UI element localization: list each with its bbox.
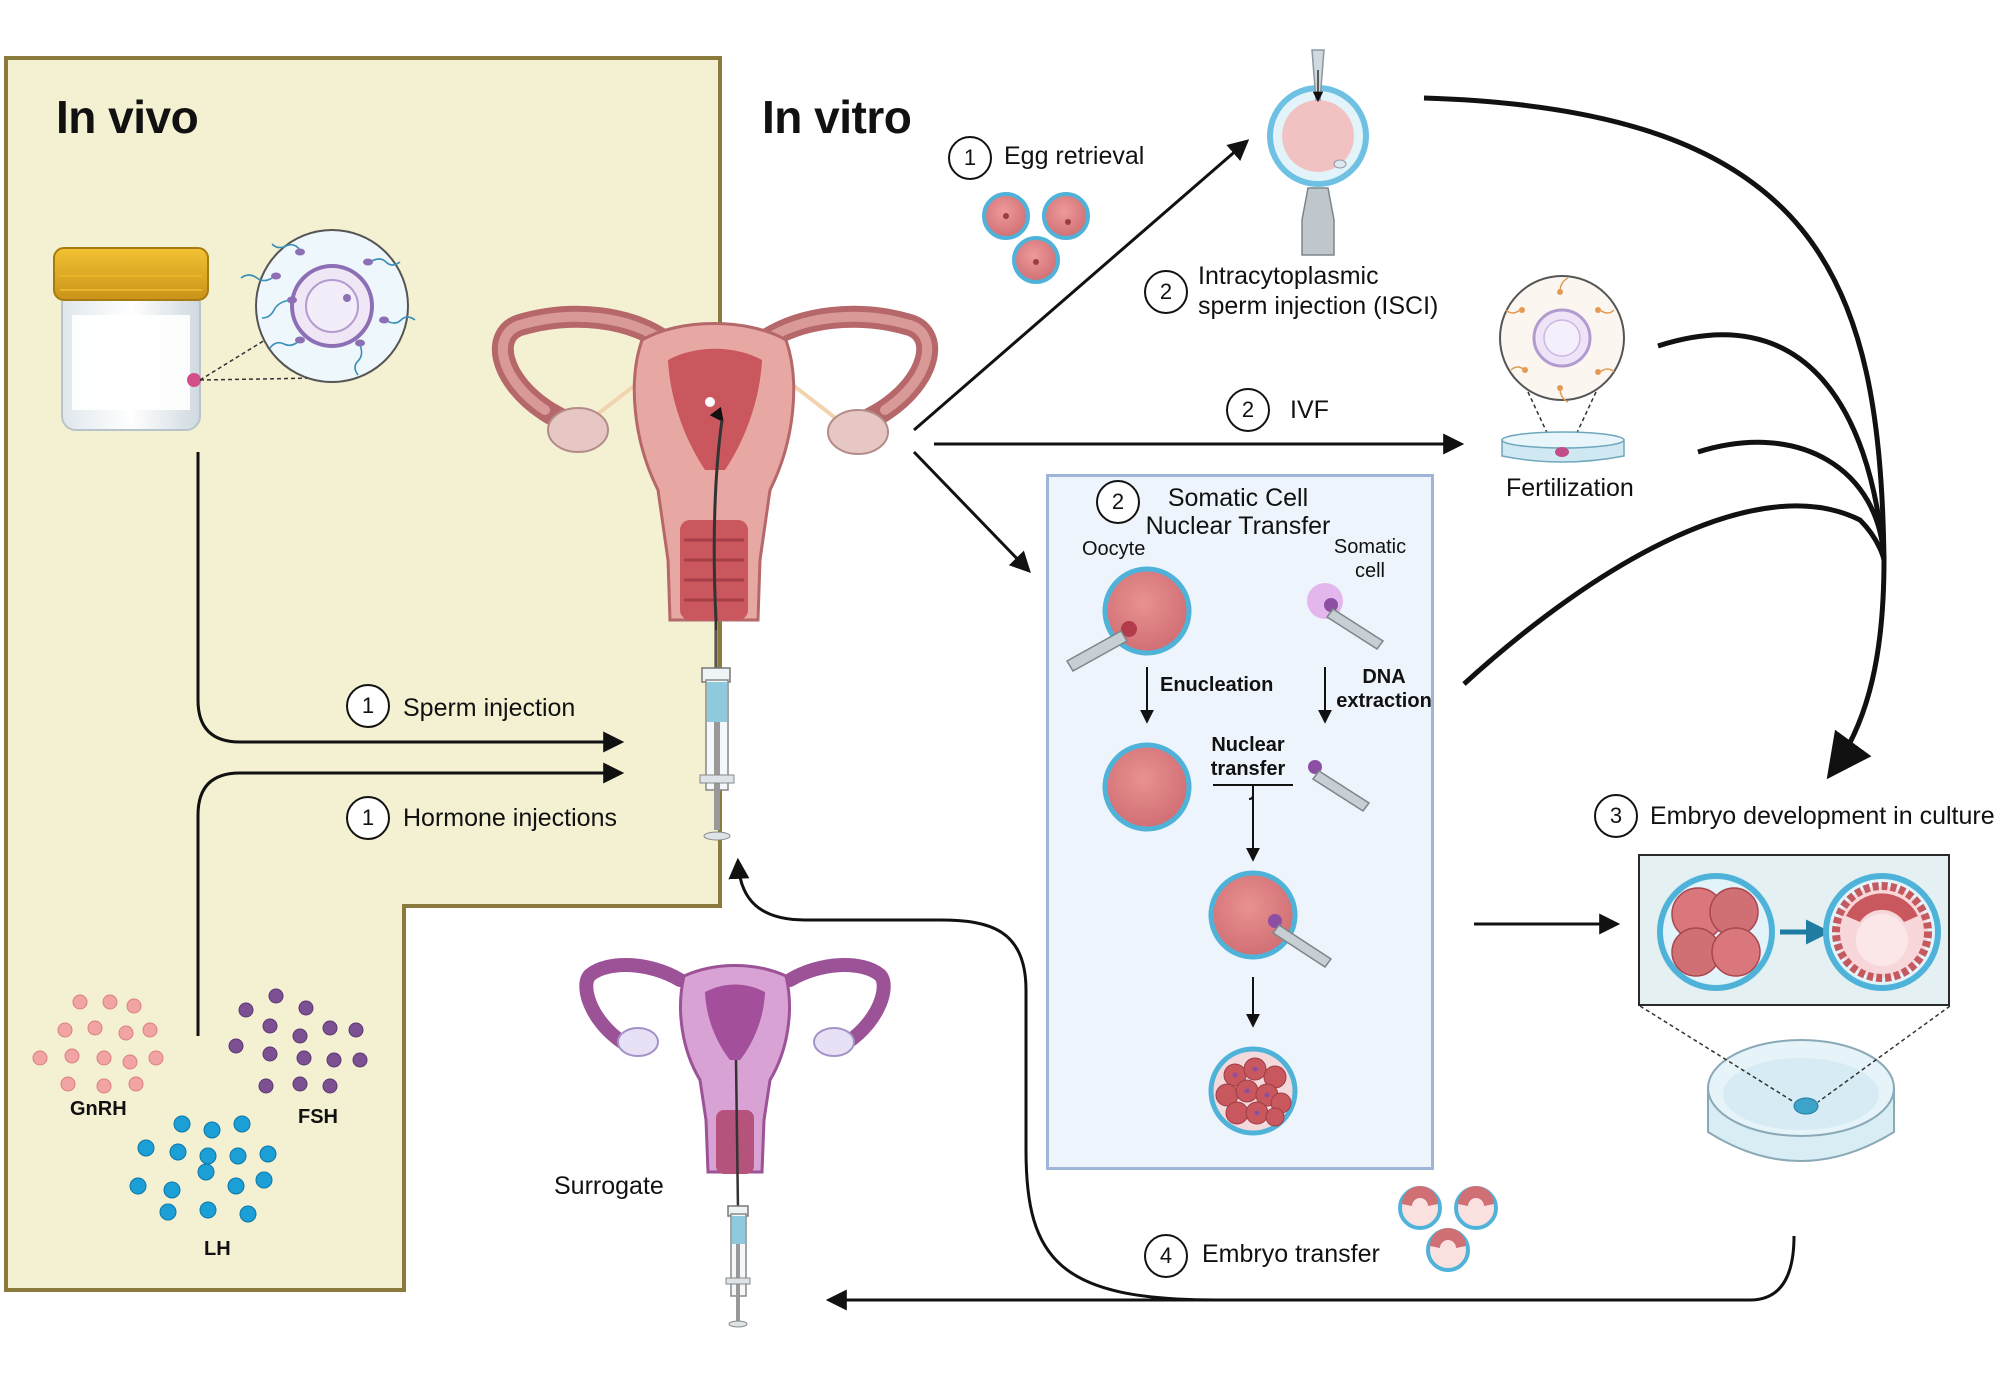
step-number-embryo-transfer: 4 bbox=[1144, 1234, 1188, 1278]
surrogate-syringe-icon bbox=[725, 1205, 751, 1328]
transfer-embryos-icon bbox=[1398, 1186, 1498, 1272]
sperm-zoom-icon bbox=[240, 229, 416, 383]
scnt-label-line2: Nuclear Transfer bbox=[1145, 512, 1331, 540]
step-number-scnt: 2 bbox=[1096, 480, 1140, 524]
embryo-transfer-label: Embryo transfer bbox=[1202, 1240, 1380, 1268]
icsi-label-line1: Intracytoplasmic bbox=[1198, 262, 1379, 290]
surrogate-uterus-icon bbox=[579, 957, 891, 1211]
scnt-diagram bbox=[1065, 566, 1385, 1136]
return-to-donor-arrow bbox=[728, 857, 1217, 1302]
somatic-cell-label-line1: Somatic bbox=[1333, 536, 1407, 558]
somatic-cell-label-line2: cell bbox=[1354, 560, 1385, 582]
fertilization-label: Fertilization bbox=[1506, 474, 1634, 502]
icsi-to-culture-curve bbox=[1423, 95, 1887, 561]
icsi-icon bbox=[1267, 49, 1369, 256]
fsh-label: FSH bbox=[298, 1106, 338, 1128]
step-number-hormone: 1 bbox=[346, 796, 390, 840]
sperm-injection-label: Sperm injection bbox=[403, 694, 576, 722]
fsh-dots bbox=[228, 988, 368, 1094]
cleavage-embryo-icon bbox=[1657, 873, 1775, 991]
hormone-injection-arrow bbox=[196, 762, 625, 1036]
step-number-ivf: 2 bbox=[1226, 388, 1270, 432]
reconstructed-oocyte-icon bbox=[1208, 870, 1333, 969]
in-vitro-title: In vitro bbox=[762, 91, 912, 143]
embryo-development-label: Embryo development in culture bbox=[1650, 802, 1995, 830]
step-number-icsi: 2 bbox=[1144, 270, 1188, 314]
step-number-egg-retrieval: 1 bbox=[948, 136, 992, 180]
embryo-culture-panel bbox=[1638, 854, 1950, 1006]
gnrh-dots bbox=[32, 994, 164, 1094]
lh-label: LH bbox=[204, 1238, 231, 1260]
somatic-cell-icon bbox=[1307, 583, 1385, 651]
to-scnt-arrow bbox=[912, 450, 1031, 574]
scnt-label-line1: Somatic Cell bbox=[1167, 484, 1309, 512]
sperm-injection-arrow bbox=[196, 452, 625, 753]
step-number-embryo-development: 3 bbox=[1594, 794, 1638, 838]
in-vivo-title: In vivo bbox=[56, 91, 199, 143]
enucleated-oocyte-icon bbox=[1102, 742, 1192, 832]
culture-diagram bbox=[1657, 873, 1941, 991]
uterus-icon bbox=[491, 305, 939, 670]
scnt-to-culture-curve bbox=[1462, 503, 1887, 686]
nuclear-transfer-label-line1: Nuclear bbox=[1211, 734, 1285, 756]
nuclear-transfer-label-line2: transfer bbox=[1210, 758, 1286, 780]
specimen-jar-icon bbox=[53, 247, 209, 431]
dna-extraction-label-line1: DNA bbox=[1362, 666, 1406, 688]
culture-dish-icon bbox=[1639, 1005, 1951, 1162]
cloned-embryo-icon bbox=[1208, 1046, 1298, 1136]
mid-to-culture-curve bbox=[1697, 439, 1887, 561]
egg-retrieval-label: Egg retrieval bbox=[1004, 142, 1145, 170]
gnrh-label: GnRH bbox=[70, 1098, 127, 1120]
surrogate-label: Surrogate bbox=[554, 1172, 664, 1200]
to-icsi-arrow bbox=[913, 139, 1250, 432]
oocyte-icon bbox=[1065, 566, 1192, 673]
hormone-injections-label: Hormone injections bbox=[403, 804, 617, 832]
dna-extraction-label-line2: extraction bbox=[1336, 690, 1432, 712]
scnt-panel bbox=[1046, 474, 1434, 1170]
lh-dots bbox=[129, 1115, 277, 1223]
step-number-sperm: 1 bbox=[346, 684, 390, 728]
oocyte-label: Oocyte bbox=[1082, 538, 1146, 560]
enucleation-label: Enucleation bbox=[1160, 674, 1274, 696]
ivf-to-culture-curve bbox=[1657, 332, 1887, 561]
syringe-icon bbox=[699, 630, 735, 841]
converged-arrow bbox=[1826, 559, 1887, 780]
blastocyst-icon bbox=[1823, 873, 1941, 991]
icsi-label-line2: sperm injection (ISCI) bbox=[1198, 292, 1439, 320]
retrieved-eggs-icon bbox=[982, 192, 1090, 284]
embryo-transfer-arrow bbox=[825, 1235, 1796, 1311]
extracted-nucleus-icon bbox=[1308, 760, 1371, 813]
fertilization-icon bbox=[1499, 275, 1625, 463]
ivf-label: IVF bbox=[1290, 396, 1329, 424]
